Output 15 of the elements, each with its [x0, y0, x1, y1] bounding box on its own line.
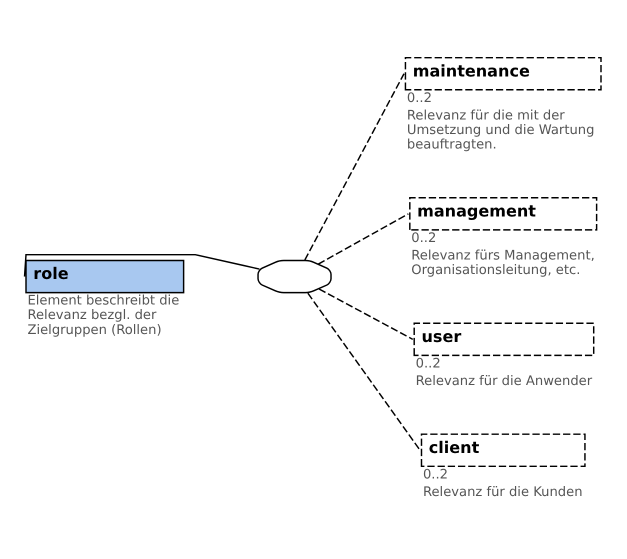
connector — [304, 73, 405, 260]
node-label: Relevanz für die Kunden — [422, 484, 583, 500]
node-label: 0..2 — [406, 90, 432, 106]
node-label: 0..2 — [416, 356, 441, 372]
node-label: 0..2 — [411, 230, 436, 246]
node-label: 0..2 — [422, 467, 448, 482]
node-octagon — [257, 260, 332, 294]
connector — [24, 254, 260, 277]
node-label: Relevanz fürs Management, Organisationsleitung, etc. — [411, 248, 595, 278]
node-label: Element beschreibt die Relevanz bezgl. der Zielgruppen (Rollen) — [27, 294, 180, 338]
node-label: Relevanz für die Anwender — [416, 374, 592, 389]
node-label: Relevanz für die mit der Umsetzung und die Wartung beauftragten. — [406, 108, 594, 152]
connector — [307, 292, 421, 451]
connector — [318, 288, 414, 340]
connector — [318, 213, 409, 265]
